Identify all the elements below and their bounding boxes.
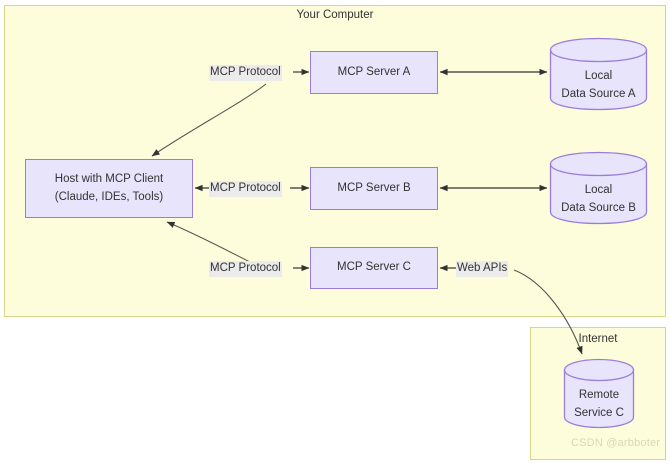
node-mcp-server-b[interactable]: MCP Server B — [310, 167, 438, 210]
edge-label-mcp-protocol-a: MCP Protocol — [209, 65, 282, 81]
node-mcp-server-b-label: MCP Server B — [337, 181, 411, 194]
node-mcp-server-a[interactable]: MCP Server A — [310, 51, 438, 94]
node-mcp-server-c-label: MCP Server C — [337, 261, 411, 274]
container-your-computer-title: Your Computer — [296, 9, 374, 21]
node-local-data-source-b[interactable]: Local Data Source B — [549, 151, 648, 225]
node-local-data-source-a[interactable]: Local Data Source A — [549, 37, 648, 111]
node-host-line2: (Claude, IDEs, Tools) — [54, 190, 164, 203]
edge-label-web-apis: Web APIs — [456, 261, 509, 277]
node-remote-service-c[interactable]: Remote Service C — [563, 358, 635, 429]
watermark-credit: CSDN @arbboter — [571, 437, 661, 449]
container-internet-title: Internet — [578, 333, 618, 345]
node-host-line1: Host with MCP Client — [54, 173, 164, 186]
edge-label-mcp-protocol-c: MCP Protocol — [209, 261, 282, 277]
node-mcp-server-a-label: MCP Server A — [337, 65, 411, 78]
node-host-with-mcp-client[interactable]: Host with MCP Client (Claude, IDEs, Tool… — [25, 159, 193, 218]
cylinder-shape-a — [549, 37, 648, 111]
node-mcp-server-c[interactable]: MCP Server C — [310, 247, 438, 289]
edge-label-mcp-protocol-b: MCP Protocol — [209, 181, 282, 197]
cylinder-shape-b — [549, 151, 648, 225]
cylinder-shape-remote-c — [563, 358, 635, 429]
